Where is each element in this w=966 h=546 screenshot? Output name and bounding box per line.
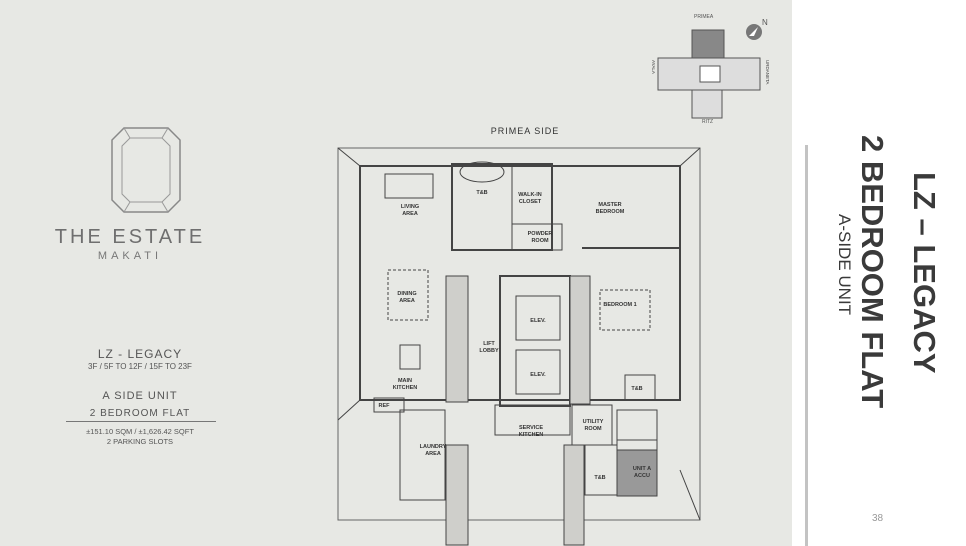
room-label: WALK-IN <box>518 192 542 198</box>
room-label: REF <box>379 403 391 409</box>
room-label: LAUNDRY <box>420 444 447 450</box>
room-label: MAIN <box>398 378 412 384</box>
brand-name: THE ESTATE <box>54 226 206 248</box>
page-number: 38 <box>872 513 884 524</box>
floor-plan: PRIMEA SIDE T&B WALK-IN CLOSET MASTER BE… <box>337 126 701 546</box>
title-panel: LZ – LEGACY 2 BEDROOM FLAT A-SIDE UNIT 3… <box>792 0 966 546</box>
room-label: POWDER <box>528 231 553 237</box>
title-line-1: LZ – LEGACY <box>907 172 942 374</box>
room-label: ROOM <box>531 238 549 244</box>
key-plan-drawing-icon <box>657 24 762 119</box>
room-label: KITCHEN <box>393 385 417 391</box>
room-label: UTILITY <box>583 419 604 425</box>
key-plan: PRIMEA N AYALA URDANETA RITZ <box>650 8 770 126</box>
unit-area: ±151.10 SQM / ±1,626.42 SQFT <box>86 427 194 436</box>
room-label: ACCU <box>634 473 650 479</box>
primea-side-label: PRIMEA SIDE <box>491 126 560 136</box>
parking: 2 PARKING SLOTS <box>106 437 174 446</box>
room-label: ROOM <box>584 426 602 432</box>
room-label: BEDROOM 1 <box>603 302 636 308</box>
room-label: T&B <box>476 190 487 196</box>
slide-content: THE ESTATE MAKATI LZ - LEGACY 3F / 5F TO… <box>0 0 792 546</box>
room-label: KITCHEN <box>519 432 543 438</box>
room-label: DINING <box>397 291 416 297</box>
room-label: LIFT <box>483 341 495 347</box>
unit-side: A SIDE UNIT <box>102 390 178 402</box>
room-label: LOBBY <box>479 348 499 354</box>
brand-city: MAKATI <box>97 250 163 262</box>
room-label: ELEV. <box>530 372 546 378</box>
room-label: AREA <box>399 298 415 304</box>
key-plan-north: N <box>762 18 768 27</box>
room-label: T&B <box>631 386 642 392</box>
room-label: AREA <box>425 451 441 457</box>
room-label: SERVICE <box>519 425 543 431</box>
key-plan-bottom: RITZ <box>702 119 714 125</box>
title-line-2: 2 BEDROOM FLAT <box>855 135 890 409</box>
tower-name: LZ - LEGACY <box>97 347 183 361</box>
floors: 3F / 5F TO 12F / 15F TO 23F <box>88 362 192 371</box>
room-label: ELEV. <box>530 318 546 324</box>
estate-logo-icon <box>111 127 181 213</box>
subtitle: A-SIDE UNIT <box>835 214 854 316</box>
unit-type: 2 BEDROOM FLAT <box>89 408 191 419</box>
room-label: T&B <box>594 475 605 481</box>
room-label: UNIT A <box>633 466 651 472</box>
key-plan-top: PRIMEA <box>694 14 714 20</box>
room-label: CLOSET <box>519 199 542 205</box>
room-label: AREA <box>402 211 418 217</box>
room-label: BEDROOM <box>596 209 625 215</box>
accent-bar <box>805 145 808 546</box>
divider <box>66 421 216 422</box>
room-label: LIVING <box>401 204 419 210</box>
room-label: MASTER <box>598 202 621 208</box>
